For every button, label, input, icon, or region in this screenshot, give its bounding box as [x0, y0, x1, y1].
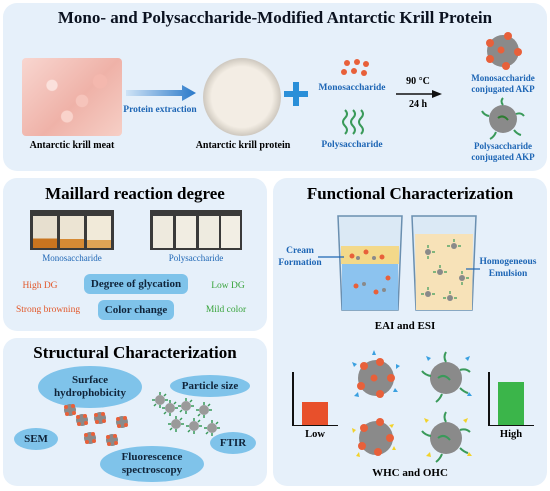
mono-vials-label: Monosaccharide: [42, 253, 102, 263]
krill-meat-image: [22, 58, 122, 136]
fluor-line2: spectroscopy: [121, 464, 183, 476]
homog-line1: Homogeneous: [479, 257, 537, 267]
surface-line1: Surface: [71, 374, 109, 387]
cream-line1: Cream: [286, 246, 314, 256]
cream-pointer-line: [318, 256, 344, 258]
surface-line2: hydrophobicity: [54, 387, 126, 399]
homogeneous-pointer-line: [466, 268, 480, 270]
functional-panel: [273, 178, 547, 486]
fluor-line1: Fluorescence: [121, 451, 183, 464]
mono-particles-cluster-icon: [64, 404, 128, 446]
polysaccharide-label: Polysaccharide: [321, 140, 383, 150]
poly-conjugate-particle-icon: [481, 97, 525, 140]
high-bar-chart: [488, 372, 534, 426]
extraction-arrow: [126, 85, 196, 101]
temperature-label: 90 °C: [406, 76, 430, 87]
color-change-box: Color change: [98, 300, 174, 320]
mono-product-line2: conjugated AKP: [471, 84, 535, 94]
particle-size-ellipse: Particle size: [170, 375, 250, 397]
time-label: 24 h: [408, 99, 428, 110]
low-dg-label: Low DG: [211, 281, 245, 291]
protein-label: Antarctic krill protein: [195, 140, 291, 151]
low-bar-chart: [292, 372, 338, 426]
polysaccharide-waves-icon: [342, 109, 364, 135]
mono-conjugate-particle-icon: [486, 32, 522, 70]
poly-vials-image: [150, 210, 242, 250]
poly-particles-cluster-icon: [152, 392, 221, 437]
poly-vials-label: Polysaccharide: [168, 253, 224, 263]
sem-ellipse: SEM: [14, 428, 58, 450]
reaction-arrow: [396, 90, 442, 98]
mild-color-label: Mild color: [205, 305, 247, 315]
protein-powder-image: [203, 58, 281, 136]
mono-product-line1: Monosaccharide: [471, 73, 535, 83]
high-label: High: [499, 429, 523, 440]
cream-line2: Formation: [278, 258, 322, 268]
high-bar: [498, 382, 524, 425]
functional-title: Functional Characterization: [306, 184, 514, 203]
high-dg-label: High DG: [22, 281, 58, 291]
krill-meat-label: Antarctic krill meat: [29, 140, 115, 151]
degree-of-glycation-box: Degree of glycation: [84, 274, 188, 294]
ftir-ellipse: FTIR: [210, 432, 256, 454]
fluorescence-spectroscopy-ellipse: Fluorescence spectroscopy: [100, 446, 204, 482]
whc-ohc-label: WHC and OHC: [372, 467, 448, 479]
poly-product-line1: Polysaccharide: [474, 141, 532, 151]
maillard-title: Maillard reaction degree: [45, 184, 225, 203]
mono-vials-image: [30, 210, 114, 250]
eai-esi-label: EAI and ESI: [374, 320, 436, 332]
structural-title: Structural Characterization: [33, 343, 237, 362]
extraction-label: Protein extraction: [123, 105, 197, 115]
conjugate-particles-icon: [352, 350, 472, 463]
monosaccharide-label: Monosaccharide: [318, 83, 386, 93]
surface-hydrophobicity-ellipse: Surface hydrophobicity: [38, 366, 142, 408]
emulsion-beakers-icon: [337, 215, 477, 311]
top-title: Mono- and Polysaccharide-Modified Antarc…: [57, 8, 493, 27]
homog-line2: Emulsion: [488, 269, 528, 279]
plus-icon: [284, 82, 308, 106]
monosaccharide-dots-icon: [341, 59, 369, 76]
poly-product-line2: conjugated AKP: [471, 152, 535, 162]
low-label: Low: [305, 429, 325, 440]
strong-browning-label: Strong browning: [15, 305, 81, 315]
low-bar: [302, 402, 328, 425]
